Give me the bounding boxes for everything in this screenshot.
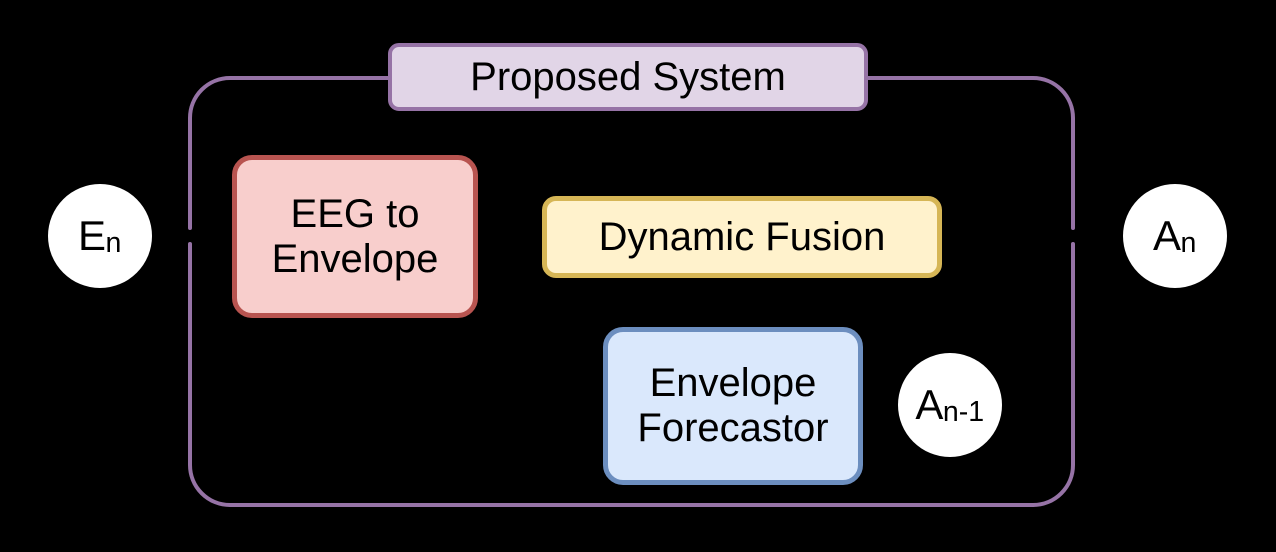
signal-label-subscript: n xyxy=(1180,227,1197,260)
edge-forecastor-to-fusion xyxy=(863,278,882,382)
node-eeg-to-envelope[interactable]: EEG to Envelope xyxy=(232,155,478,318)
edge-group xyxy=(152,234,1124,408)
signal-label-subscript: n xyxy=(105,227,122,260)
signal-label-base: E xyxy=(78,212,107,259)
signal-label-subscript: n-1 xyxy=(942,396,985,429)
signal-label-base: A xyxy=(1153,212,1182,259)
node-envelope-forecastor[interactable]: Envelope Forecastor xyxy=(603,327,863,485)
proposed-system-title: Proposed System xyxy=(388,43,868,111)
node-dynamic-fusion[interactable]: Dynamic Fusion xyxy=(542,196,942,278)
proposed-system-container-outline xyxy=(188,76,1075,507)
edge-fusion-to-an xyxy=(941,234,1124,239)
signal-label-base: A xyxy=(915,381,944,428)
